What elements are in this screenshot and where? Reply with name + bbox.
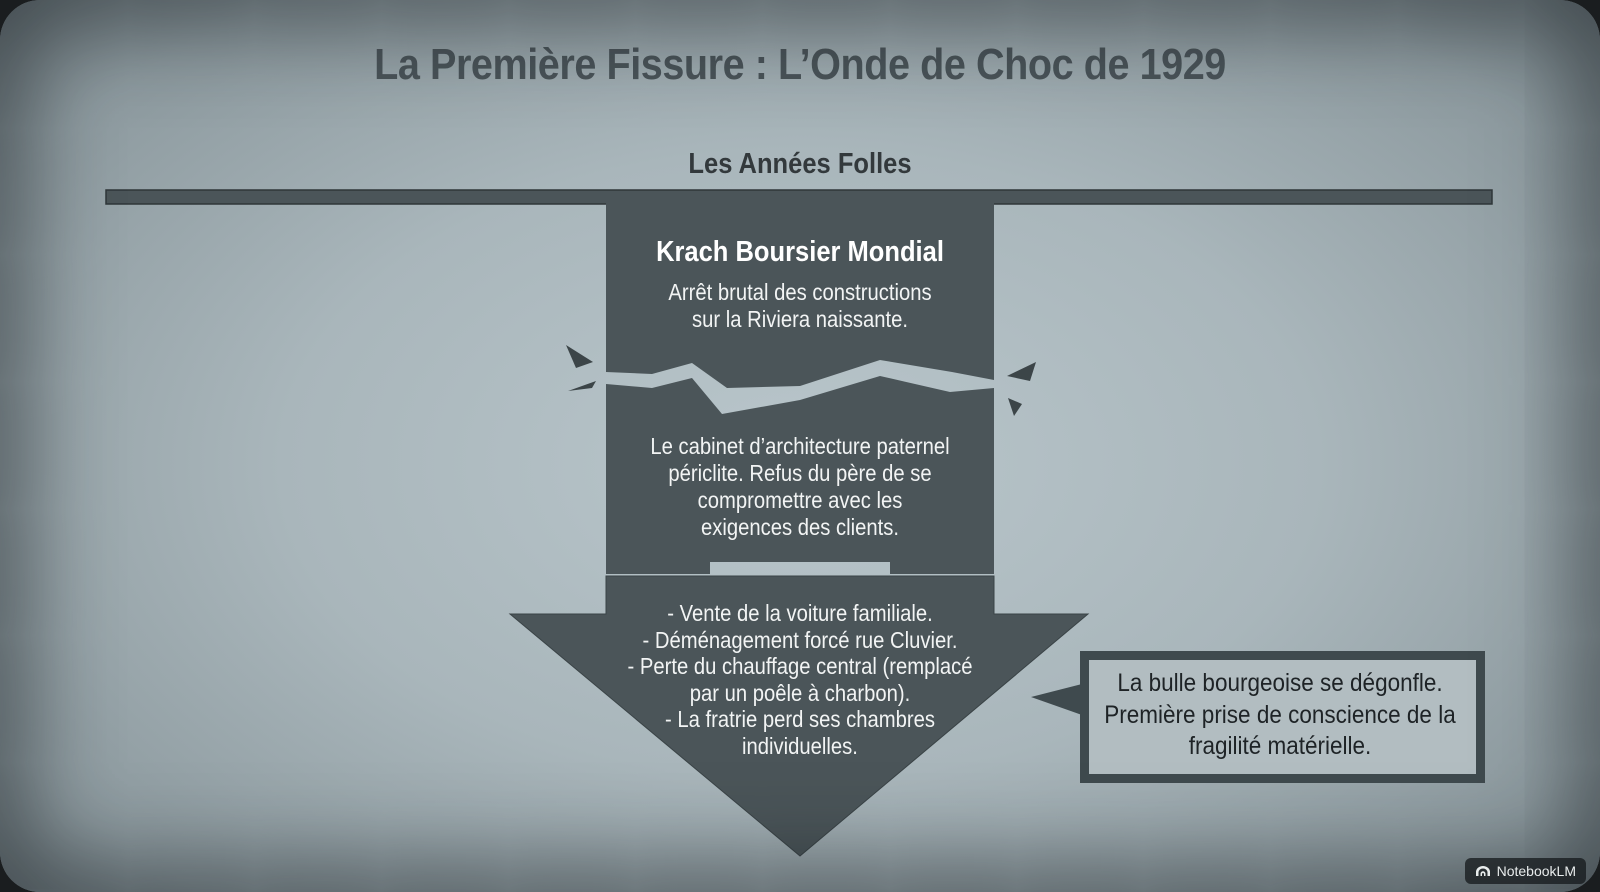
badge-label: NotebookLM — [1496, 863, 1576, 879]
crash-description-line: Arrêt brutal des constructions — [668, 279, 932, 305]
notebooklm-badge[interactable]: NotebookLM — [1464, 858, 1586, 884]
shaft-notch-left — [606, 562, 710, 574]
crash-description-line: sur la Riviera naissante. — [691, 306, 908, 332]
consequence-line: - Vente de la voiture familiale. — [667, 600, 933, 626]
callout-text: La bulle bourgeoise se dégonfle. Premièr… — [1102, 668, 1458, 763]
consequence-line: par un poêle à charbon). — [689, 679, 911, 706]
firm-description: Le cabinet d’architecture paternel péric… — [624, 433, 976, 541]
period-label: Les Années Folles — [688, 148, 912, 180]
firm-description-line: exigences des clients. — [700, 514, 899, 540]
consequence-line: - La fratrie perd ses chambres — [665, 706, 935, 732]
callout-line: Première prise de conscience de la — [1104, 700, 1456, 729]
callout-pointer — [1031, 684, 1082, 715]
firm-description-line: périclite. Refus du père de se — [668, 460, 932, 486]
callout-line: La bulle bourgeoise se dégonfle. — [1117, 669, 1443, 697]
page-title: La Première Fissure : L’Onde de Choc de … — [374, 40, 1226, 89]
firm-description-line: Le cabinet d’architecture paternel — [650, 433, 950, 459]
shaft-notch-right — [890, 562, 994, 574]
crash-title: Krach Boursier Mondial — [656, 236, 944, 268]
crash-description: Arrêt brutal des constructions sur la Ri… — [624, 279, 976, 333]
callout-box — [1031, 651, 1485, 783]
consequence-line: individuelles. — [742, 732, 858, 759]
shaft-upper-segment — [606, 203, 994, 388]
notebooklm-logo-icon — [1475, 866, 1490, 876]
arrow-head — [508, 575, 1090, 857]
timeline-bar — [105, 189, 1493, 205]
firm-description-line: compromettre avec les — [697, 487, 903, 513]
consequence-line: - Déménagement forcé rue Cluvier. — [642, 626, 958, 653]
shaft-lower-segment — [606, 376, 994, 562]
crack-spark-icon — [566, 345, 1036, 416]
consequences-list: - Vente de la voiture familiale. - Démén… — [611, 600, 989, 759]
callout-line: fragilité matérielle. — [1188, 732, 1372, 760]
consequence-line: - Perte du chauffage central (remplacé — [627, 653, 973, 679]
